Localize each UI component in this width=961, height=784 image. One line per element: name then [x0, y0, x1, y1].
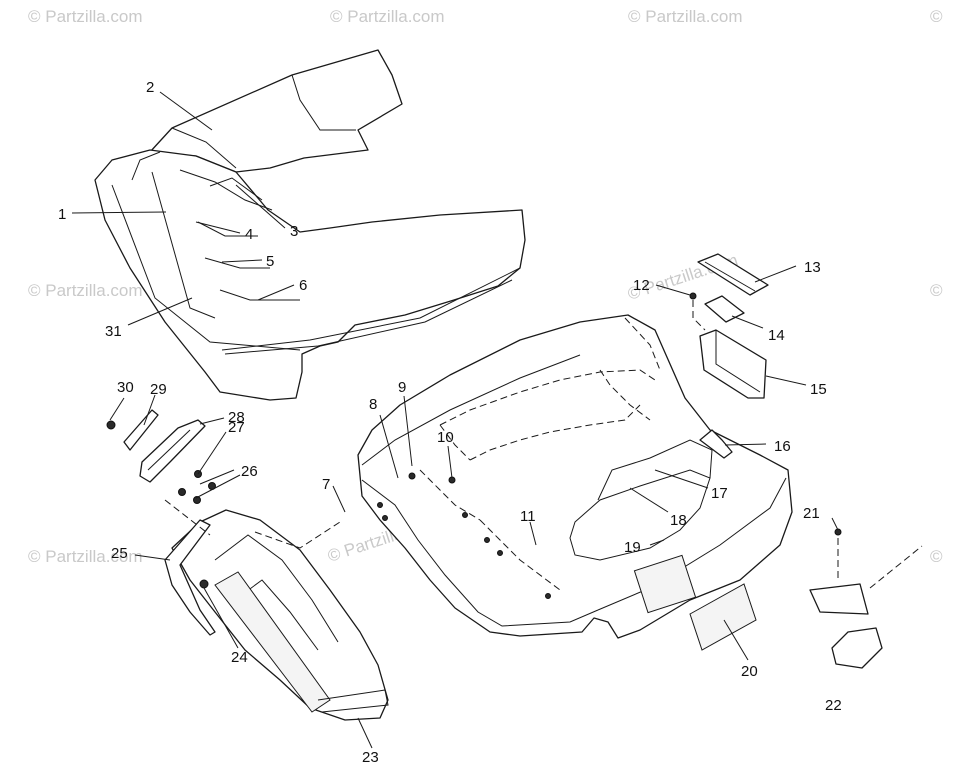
callout-24: 24	[231, 649, 248, 666]
bumper-grille	[214, 571, 331, 713]
callout-9: 9	[398, 379, 406, 396]
callout-4: 4	[245, 226, 253, 243]
callout-26: 26	[241, 463, 258, 480]
callout-labels: 1 2 3 4 5 6 31 7 8 9 10 11 12 13 14 15 1…	[58, 79, 842, 766]
watermark-text: © Partzilla.com	[28, 547, 143, 566]
hood-shell-upper	[94, 149, 526, 401]
box-15	[699, 329, 767, 399]
side-rail	[164, 519, 216, 636]
clip-16	[699, 429, 733, 459]
callout-28: 28	[228, 409, 245, 426]
callout-5: 5	[266, 253, 274, 270]
watermark-text: ©	[930, 281, 943, 300]
bracket-28	[139, 419, 206, 483]
callout-6: 6	[299, 277, 307, 294]
callout-18: 18	[670, 512, 687, 529]
hood-body	[357, 314, 793, 639]
watermark-text: © Partzilla.com	[28, 7, 143, 26]
callout-12: 12	[633, 277, 650, 294]
callout-19: 19	[624, 539, 641, 556]
pad-14	[704, 295, 745, 323]
cover-13	[697, 253, 769, 296]
watermark-text: © Partzilla.com	[330, 7, 445, 26]
callout-15: 15	[810, 381, 827, 398]
upper-right-parts	[689, 253, 769, 459]
callout-1: 1	[58, 206, 66, 223]
leader-lines	[71, 91, 839, 749]
watermark-text: ©	[930, 7, 943, 26]
callout-25: 25	[111, 545, 128, 562]
callout-31: 31	[105, 323, 122, 340]
screw-30	[106, 420, 116, 430]
callout-13: 13	[804, 259, 821, 276]
callout-11: 11	[520, 508, 536, 525]
callout-14: 14	[768, 327, 785, 344]
latch-22	[831, 627, 883, 669]
callout-2: 2	[146, 79, 154, 96]
callout-16: 16	[774, 438, 791, 455]
hinge-21	[809, 583, 869, 615]
callout-8: 8	[369, 396, 377, 413]
lower-right-parts	[689, 528, 923, 669]
lower-hood-assembly	[357, 314, 793, 639]
callout-23: 23	[362, 749, 379, 766]
callout-10: 10	[437, 429, 454, 446]
callout-3: 3	[290, 223, 298, 240]
callout-7: 7	[322, 476, 330, 493]
front-nose-cone	[171, 509, 389, 721]
upper-hood-assembly	[94, 49, 526, 401]
callout-17: 17	[711, 485, 728, 502]
watermark-text: © Partzilla.com	[628, 7, 743, 26]
callout-21: 21	[803, 505, 820, 522]
strip-29	[123, 409, 159, 451]
callout-30: 30	[117, 379, 134, 396]
callout-22: 22	[825, 697, 842, 714]
callout-20: 20	[741, 663, 758, 680]
callout-27: 27	[228, 419, 245, 436]
vent-opening	[633, 554, 697, 614]
grille-20	[689, 583, 757, 651]
callout-29: 29	[150, 381, 167, 398]
watermark-text: ©	[930, 547, 943, 566]
screw-12	[689, 292, 697, 300]
watermark-text: © Partzilla.com	[28, 281, 143, 300]
windshield-panel	[149, 49, 403, 173]
